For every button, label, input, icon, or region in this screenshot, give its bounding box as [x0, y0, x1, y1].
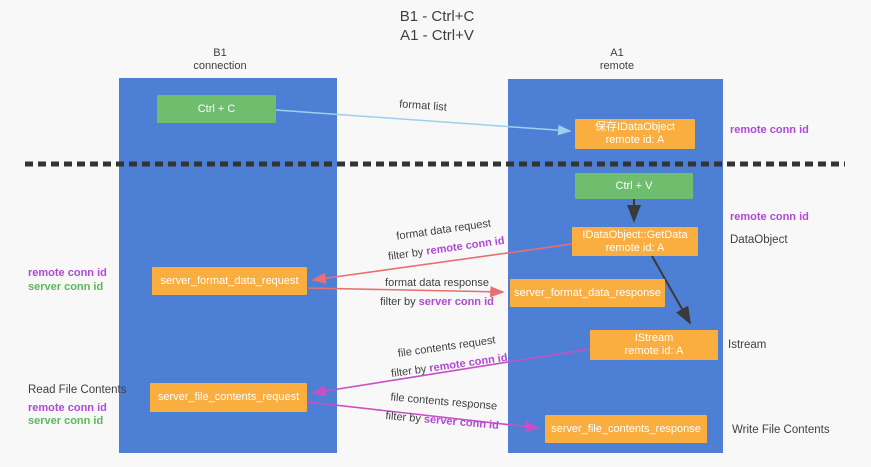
node-save-idataobject: 保存IDataObject remote id: A [575, 119, 695, 149]
node-istream-line2: remote id: A [624, 345, 684, 357]
node-istream: IStream remote id: A [590, 330, 718, 360]
title-line-1: B1 - Ctrl+C [399, 8, 475, 25]
format-data-request-label: format data request filter by remote con… [387, 217, 506, 264]
format-data-response-label: format data response filter by server co… [380, 277, 494, 308]
istream-side-label: Istream [728, 339, 767, 351]
right-remote-conn-id-mid-label: remote conn id [730, 211, 809, 223]
right-column-name: A1 [610, 47, 624, 59]
dataobject-label: DataObject [730, 234, 788, 246]
file-contents-request-label: file contents request filter by remote c… [390, 334, 509, 381]
format-list-label: format list [398, 98, 448, 114]
filter-by-text: filter by [387, 246, 425, 264]
remote-conn-id-key: remote conn id [428, 351, 509, 375]
node-server-format-data-request: server_format_data_request [152, 267, 307, 295]
node-save-idataobject-line2: remote id: A [605, 134, 665, 146]
file-contents-response-label: file contents response filter by server … [384, 391, 500, 432]
right-column-subtitle: remote [599, 60, 635, 72]
left-column-subtitle: connection [193, 60, 247, 72]
node-server-format-data-response-label: server_format_data_response [514, 286, 661, 299]
node-ctrl-v: Ctrl + V [575, 173, 693, 199]
right-column-header: A1 remote [555, 47, 679, 73]
node-ctrl-c-label: Ctrl + C [197, 102, 236, 115]
filter-by-text: filter by [380, 296, 416, 308]
left-column-header: B1 connection [158, 47, 282, 73]
left-column-name: B1 [213, 47, 227, 59]
server-conn-id-key: server conn id [418, 296, 494, 308]
filter-by-text: filter by [384, 410, 422, 426]
node-save-idataobject-line1: 保存IDataObject [594, 121, 676, 133]
diagram-title: B1 - Ctrl+C A1 - Ctrl+V [287, 7, 587, 45]
node-server-file-contents-request: server_file_contents_request [150, 383, 307, 412]
node-server-file-contents-response-label: server_file_contents_response [551, 422, 701, 435]
right-remote-conn-id-top-label: remote conn id [730, 124, 809, 136]
filter-by-text: filter by [390, 363, 428, 381]
node-idataobject-getdata-line2: remote id: A [605, 241, 665, 254]
node-server-format-data-request-label: server_format_data_request [160, 274, 299, 287]
read-file-contents-label: Read File Contents [28, 384, 127, 396]
node-idataobject-getdata-line1: IDataObject::GetData [582, 228, 688, 241]
left-remote-conn-id-top-label: remote conn id [28, 267, 107, 279]
left-server-conn-id-bottom-label: server conn id [28, 415, 104, 427]
node-server-file-contents-response: server_file_contents_response [545, 415, 707, 443]
node-istream-line1: IStream [634, 332, 674, 344]
remote-conn-id-key: remote conn id [425, 234, 506, 258]
write-file-contents-label: Write File Contents [732, 424, 830, 436]
title-line-2: A1 - Ctrl+V [400, 27, 474, 44]
node-ctrl-c: Ctrl + C [157, 95, 276, 123]
node-ctrl-v-label: Ctrl + V [615, 179, 653, 192]
node-server-file-contents-request-label: server_file_contents_request [157, 391, 300, 403]
left-remote-conn-id-bottom-label: remote conn id [28, 402, 107, 414]
left-server-conn-id-top-label: server conn id [28, 281, 104, 293]
node-server-format-data-response: server_format_data_response [510, 279, 665, 307]
server-conn-id-key: server conn id [423, 413, 500, 432]
node-idataobject-getdata: IDataObject::GetData remote id: A [572, 227, 698, 256]
